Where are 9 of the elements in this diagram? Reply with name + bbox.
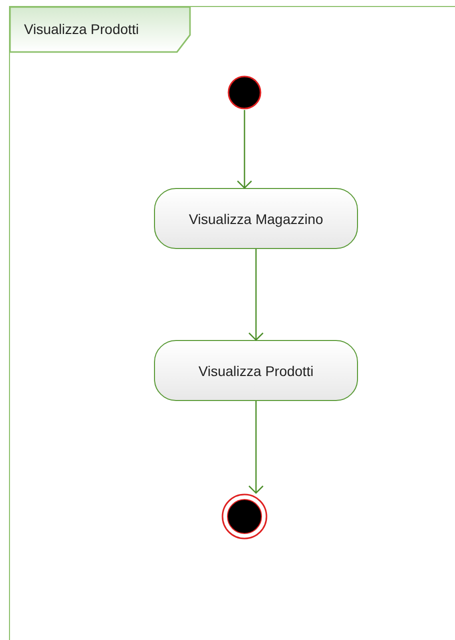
frame-title: Visualizza Prodotti: [24, 21, 139, 37]
flow-arrow: [248, 249, 264, 341]
action-node: [154, 188, 358, 249]
diagram-frame: [9, 6, 455, 640]
flow-arrow: [248, 401, 264, 494]
action-label: Visualizza Magazzino: [188, 210, 324, 226]
action-label: Visualizza Prodotti: [198, 362, 314, 378]
flow-arrow: [236, 110, 252, 189]
action-node: [154, 340, 358, 401]
